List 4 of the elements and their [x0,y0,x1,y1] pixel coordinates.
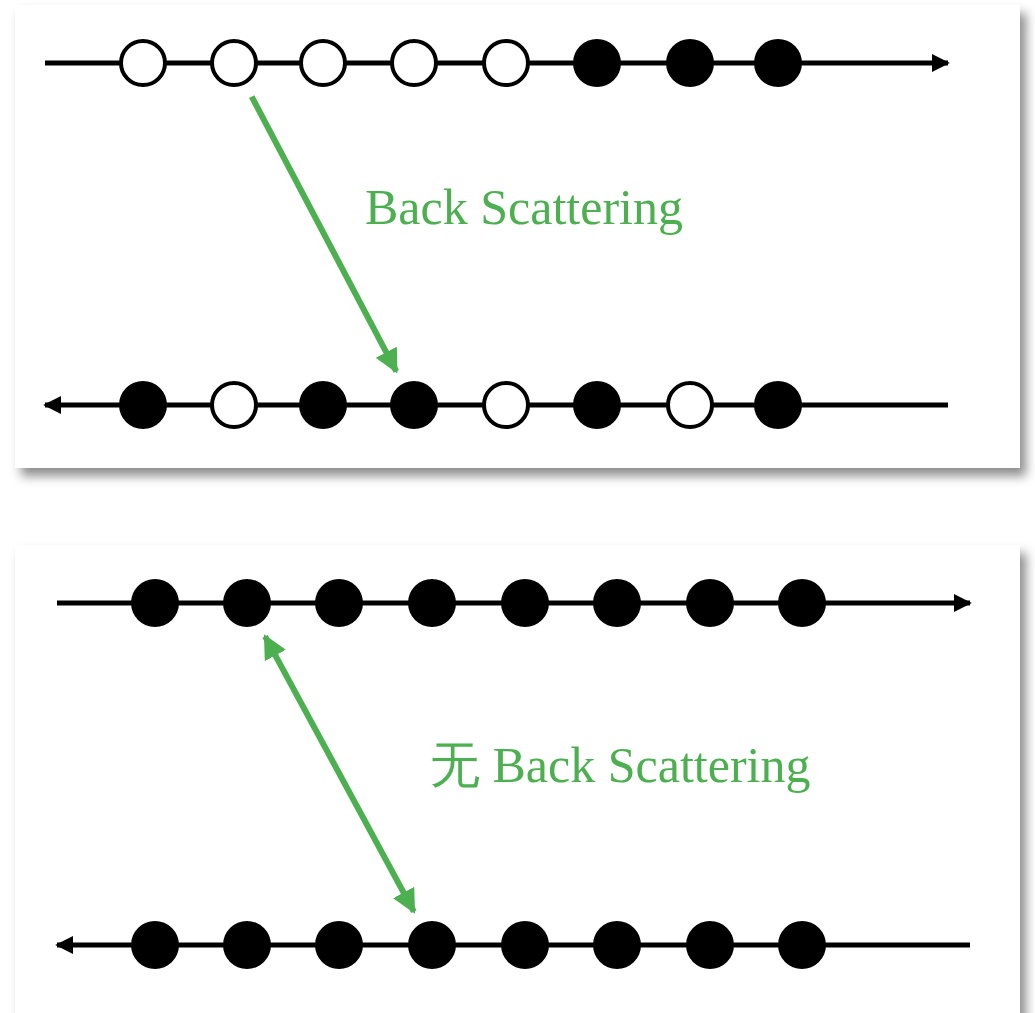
annotation-text: Back Scattering [365,180,683,235]
arrow [262,634,417,914]
annotation-text: 无 Back Scattering [430,738,811,793]
arrow [249,95,399,374]
